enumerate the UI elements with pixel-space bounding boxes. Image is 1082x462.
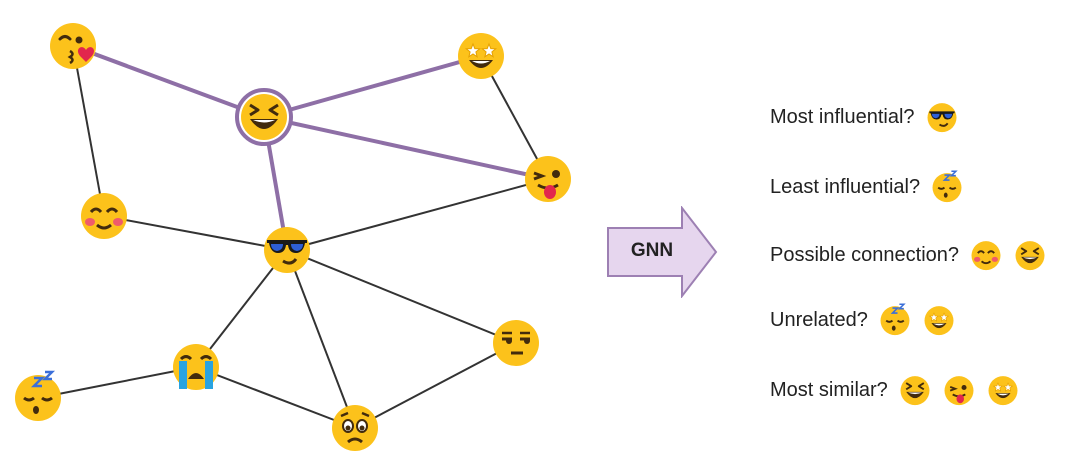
winking-face-with-tongue-icon — [944, 376, 974, 406]
edge-starstruck-wink_tongue — [480, 55, 549, 180]
gnn-arrow — [607, 206, 718, 298]
answer-icons — [878, 303, 956, 337]
question-row: Most influential? — [770, 97, 959, 137]
loudly-crying-face-icon — [173, 344, 219, 390]
edge-cool-wink_tongue — [286, 178, 549, 251]
question-text: Unrelated? — [770, 308, 868, 331]
edge-crying-sleeping — [37, 366, 197, 399]
answer-icons — [898, 373, 1020, 407]
question-text: Most influential? — [770, 105, 915, 128]
question-row: Unrelated? — [770, 300, 956, 340]
sleeping-face-icon — [15, 370, 61, 421]
face-with-sunglasses-icon — [264, 227, 310, 273]
sleeping-face-icon — [932, 170, 962, 203]
grinning-squinting-face-icon — [235, 88, 293, 146]
question-text: Possible connection? — [770, 243, 960, 266]
graph-diagram — [15, 23, 571, 451]
edge-starstruck-laughing — [263, 54, 482, 119]
answer-icons — [925, 100, 959, 134]
star-struck-face-icon — [988, 376, 1018, 406]
face-blowing-kiss-icon — [50, 23, 96, 69]
question-row: Most similar? — [770, 370, 1020, 410]
edge-crying-worried — [195, 366, 356, 429]
sleeping-face-icon — [880, 303, 910, 336]
edge-cool-worried — [286, 249, 356, 429]
edge-cool-crying — [195, 249, 288, 368]
edge-kiss-smiling — [72, 45, 105, 217]
smiling-face-with-smiling-eyes-icon — [971, 241, 1001, 271]
grinning-squinting-face-icon — [900, 376, 930, 406]
face-with-sunglasses-icon — [927, 103, 957, 133]
smiling-face-with-smiling-eyes-icon — [81, 193, 127, 239]
question-text: Least influential? — [770, 175, 921, 198]
edge-laughing-wink_tongue — [263, 115, 549, 181]
question-row: Possible connection? — [770, 235, 1047, 275]
gnn-label: GNN — [630, 240, 674, 261]
question-row: Least influential? — [770, 167, 964, 207]
winking-face-with-tongue-icon — [525, 156, 571, 202]
question-text: Most similar? — [770, 378, 888, 401]
edge-smiling-cool — [103, 215, 288, 251]
unamused-face-icon — [493, 320, 539, 366]
worried-face-icon — [332, 405, 378, 451]
edge-unamused-worried — [354, 342, 517, 429]
answer-icons — [930, 170, 964, 204]
grinning-squinting-face-icon — [1015, 241, 1045, 271]
star-struck-face-icon — [924, 306, 954, 336]
edge-kiss-laughing — [72, 44, 265, 119]
star-struck-face-icon — [458, 33, 504, 79]
answer-icons — [969, 238, 1047, 272]
edge-cool-unamused — [286, 249, 517, 344]
